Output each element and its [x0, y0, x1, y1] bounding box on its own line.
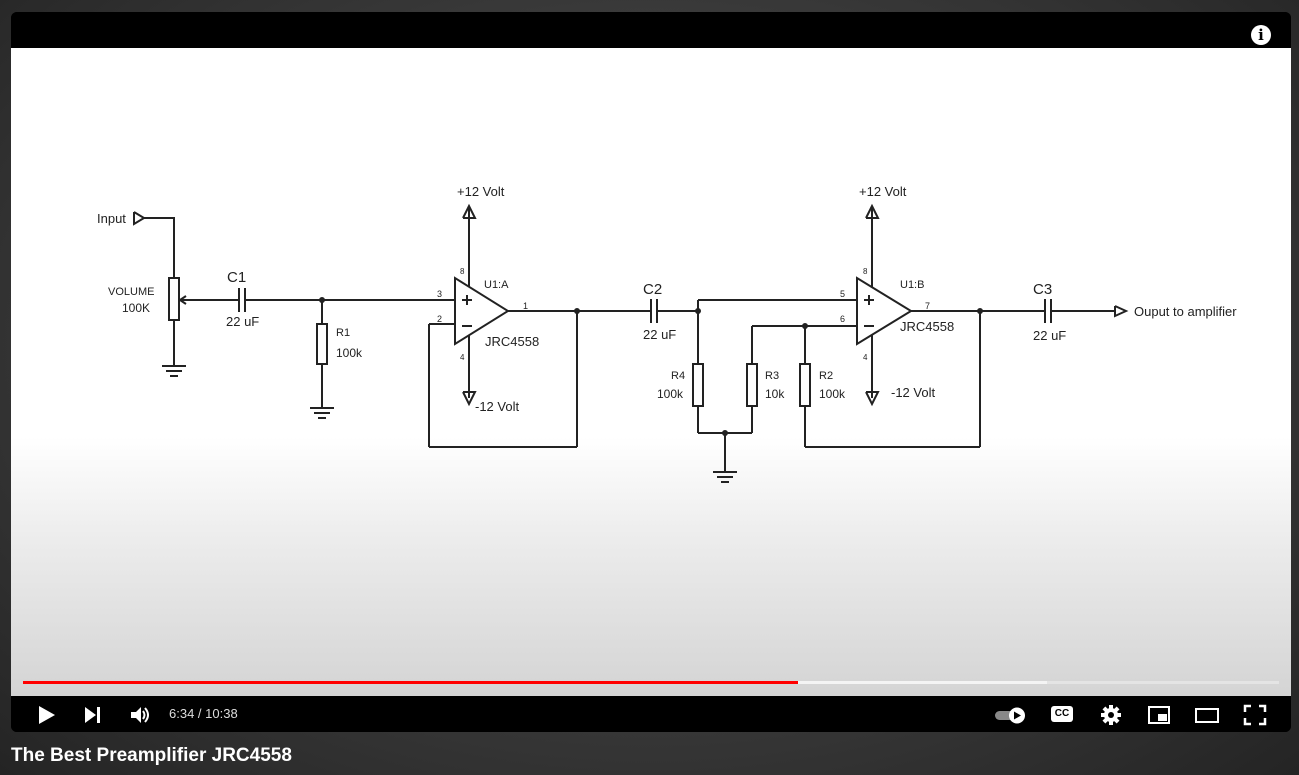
control-bar: 6:34 / 10:38 CC: [11, 696, 1291, 732]
fullscreen-icon[interactable]: [1243, 704, 1267, 726]
r1-value: 100k: [336, 346, 363, 360]
settings-icon[interactable]: [1099, 704, 1123, 726]
circuit-schematic: Input VOLUME 100K C1 22 uF R1 100k +12 V…: [97, 184, 1237, 483]
captions-button[interactable]: CC: [1051, 704, 1075, 726]
u1a-pin3: 3: [437, 289, 442, 299]
u1a-vplus-label: +12 Volt: [457, 184, 505, 199]
r4-label: R4: [671, 370, 685, 382]
u1b-pin5: 5: [840, 289, 845, 299]
u1b-chip-label: JRC4558: [900, 319, 954, 334]
u1a-pin1: 1: [523, 301, 528, 311]
info-icon[interactable]: i: [1251, 25, 1271, 45]
u1b-pin8: 8: [863, 267, 868, 276]
time-display: 6:34 / 10:38: [169, 706, 238, 721]
r2-label: R2: [819, 370, 833, 382]
volume-icon[interactable]: [128, 704, 152, 726]
u1a-label: U1:A: [484, 279, 509, 291]
u1b-pin7: 7: [925, 301, 930, 311]
theater-mode-icon[interactable]: [1195, 704, 1219, 726]
c3-value: 22 uF: [1033, 328, 1066, 343]
c1-label: C1: [227, 269, 246, 286]
r4-value: 100k: [657, 387, 684, 401]
play-icon[interactable]: [35, 704, 59, 726]
u1b-vminus-label: -12 Volt: [891, 385, 935, 400]
c3-label: C3: [1033, 281, 1052, 298]
u1b-pin4: 4: [863, 353, 868, 362]
u1a-pin4: 4: [460, 353, 465, 362]
r3-value: 10k: [765, 387, 785, 401]
u1a-pin8: 8: [460, 267, 465, 276]
captions-icon: CC: [1051, 706, 1073, 722]
player-top-bar: i: [11, 12, 1291, 48]
played-bar: [23, 681, 798, 684]
r2-value: 100k: [819, 387, 846, 401]
output-label: Ouput to amplifier: [1134, 304, 1237, 319]
c1-value: 22 uF: [226, 314, 259, 329]
video-frame[interactable]: Input VOLUME 100K C1 22 uF R1 100k +12 V…: [11, 48, 1291, 696]
volume-value: 100K: [122, 301, 150, 315]
video-player[interactable]: i: [11, 12, 1291, 732]
u1a-chip-label: JRC4558: [485, 334, 539, 349]
u1b-vplus-label: +12 Volt: [859, 184, 907, 199]
input-label: Input: [97, 211, 126, 226]
c2-value: 22 uF: [643, 327, 676, 342]
progress-bar[interactable]: [23, 681, 1279, 684]
u1b-label: U1:B: [900, 279, 924, 291]
u1a-vminus-label: -12 Volt: [475, 399, 519, 414]
video-title: The Best Preamplifier JRC4558: [11, 745, 292, 766]
volume-label: VOLUME: [108, 286, 154, 298]
autoplay-toggle-icon[interactable]: [993, 704, 1029, 726]
r3-label: R3: [765, 370, 779, 382]
c2-label: C2: [643, 281, 662, 298]
r1-label: R1: [336, 327, 350, 339]
u1b-pin6: 6: [840, 314, 845, 324]
u1a-pin2: 2: [437, 314, 442, 324]
miniplayer-icon[interactable]: [1147, 704, 1171, 726]
next-icon[interactable]: [81, 704, 105, 726]
